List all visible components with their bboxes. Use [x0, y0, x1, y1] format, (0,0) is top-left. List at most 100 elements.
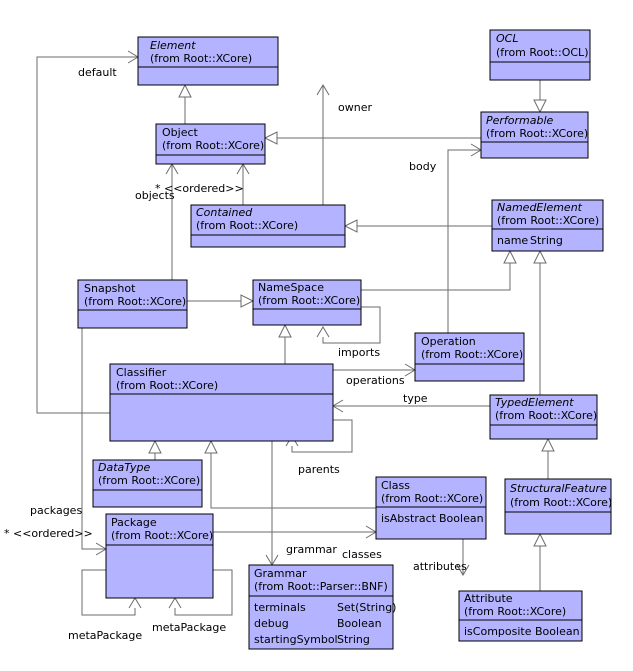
class-operation[interactable]: Operation (from Root::XCore) — [414, 332, 525, 382]
label-owner: owner — [338, 101, 372, 114]
class-name: Class — [381, 479, 410, 492]
class-datatype[interactable]: DataType (from Root::XCore) — [92, 459, 203, 508]
association-imports — [322, 306, 381, 344]
class-package: (from Root::XCore) — [497, 214, 599, 227]
class-named-element[interactable]: NamedElement (from Root::XCore) name Str… — [491, 199, 604, 252]
association-parents — [291, 419, 353, 453]
class-package: (from Root::XCore) — [464, 605, 566, 618]
class-name: NameSpace — [258, 281, 324, 294]
generalization-class-classifier — [210, 453, 376, 509]
class-name: Attribute — [464, 592, 513, 605]
attribute-type: Boolean — [439, 512, 484, 525]
label-attributes: attributes — [413, 560, 467, 573]
label-imports: imports — [338, 346, 380, 359]
attribute-type: Set(String) — [337, 601, 396, 614]
label-body: body — [409, 160, 437, 173]
label-type: type — [403, 392, 428, 405]
attribute-name: startingSymbol — [254, 633, 338, 646]
label-meta-package-2: metaPackage — [152, 621, 226, 634]
class-package[interactable]: Package (from Root::XCore) — [105, 513, 214, 599]
class-name: Operation — [421, 335, 476, 348]
class-name: Object — [162, 126, 199, 139]
attribute-type: Boolean — [337, 617, 382, 630]
label-meta-package-1: metaPackage — [68, 629, 142, 642]
label-packages: packages — [30, 504, 82, 517]
generalization-arrowhead — [533, 99, 547, 114]
attribute-name: isComposite — [464, 625, 532, 638]
class-ocl[interactable]: OCL (from Root::OCL) — [489, 29, 591, 81]
generalization-arrowhead — [178, 83, 192, 98]
attribute-type: String — [530, 234, 563, 247]
class-name: Classifier — [116, 366, 167, 379]
label-parents: parents — [298, 463, 340, 476]
class-package: (from Root::XCore) — [421, 348, 523, 361]
class-package: (from Root::Parser::BNF) — [254, 580, 388, 593]
class-name: Performable — [486, 114, 554, 127]
label-grammar: grammar — [286, 543, 337, 556]
class-name: NamedElement — [497, 201, 583, 214]
class-package: (from Root::XCore) — [486, 127, 588, 140]
navigation-arrowhead — [316, 326, 330, 338]
class-grammar[interactable]: Grammar (from Root::Parser::BNF) termina… — [248, 564, 396, 650]
generalization-arrowhead — [263, 131, 278, 145]
class-package: (from Root::XCore) — [258, 294, 360, 307]
navigation-arrowhead — [128, 597, 142, 609]
label-classes: classes — [342, 548, 382, 561]
association-body — [447, 149, 481, 333]
class-package: (from Root::XCore) — [162, 139, 264, 152]
class-contained[interactable]: Contained (from Root::XCore) — [190, 204, 346, 248]
class-typed-element[interactable]: TypedElement (from Root::XCore) — [489, 394, 598, 440]
class-name: Contained — [196, 206, 253, 219]
class-package: (from Root::XCore) — [84, 295, 186, 308]
class-element[interactable]: Element (from Root::XCore) — [137, 36, 279, 86]
class-package: (from Root::XCore) — [116, 379, 218, 392]
class-class[interactable]: Class (from Root::XCore) isAbstract Bool… — [375, 476, 487, 540]
label-operations: operations — [346, 374, 405, 387]
navigation-arrowhead — [316, 84, 330, 96]
attribute-type: Boolean — [535, 625, 580, 638]
class-package: (from Root::OCL) — [496, 46, 588, 59]
association-metapackage-2 — [174, 569, 233, 616]
class-package: (from Root::XCore) — [381, 492, 483, 505]
class-name: Element — [150, 39, 196, 52]
generalization-arrowhead — [343, 219, 358, 233]
class-structural-feature[interactable]: StructuralFeature (from Root::XCore) — [504, 478, 612, 535]
generalization-arrowhead — [533, 532, 547, 547]
class-package: (from Root::XCore) — [196, 219, 298, 232]
attribute-name: name — [497, 234, 528, 247]
class-performable[interactable]: Performable (from Root::XCore) — [480, 111, 589, 159]
generalization-arrowhead — [541, 437, 555, 452]
class-name: OCL — [496, 32, 518, 45]
label-objects-ordered: * <<ordered>> — [155, 182, 244, 195]
attribute-name: terminals — [254, 601, 306, 614]
class-attribute[interactable]: Attribute (from Root::XCore) isComposite… — [458, 590, 583, 642]
attribute-type: String — [337, 633, 370, 646]
class-snapshot[interactable]: Snapshot (from Root::XCore) — [77, 279, 188, 329]
class-package: (from Root::XCore) — [111, 529, 213, 542]
class-classifier[interactable]: Classifier (from Root::XCore) — [109, 363, 334, 442]
label-packages-ordered: * <<ordered>> — [4, 527, 93, 540]
class-name: TypedElement — [495, 396, 574, 409]
class-name: Snapshot — [84, 282, 136, 295]
generalization-arrowhead — [240, 294, 255, 308]
class-name: StructuralFeature — [510, 482, 607, 495]
class-name: Grammar — [254, 567, 307, 580]
generalization-arrowhead — [148, 439, 162, 454]
class-package: (from Root::XCore) — [98, 474, 200, 487]
association-labels: default owner body * <<ordered>> objects… — [4, 66, 467, 642]
generalization-namespace-namedelement — [361, 263, 511, 291]
class-package: (from Root::XCore) — [510, 496, 612, 509]
generalization-arrowhead — [503, 249, 517, 264]
label-objects: objects — [135, 189, 175, 202]
class-namespace[interactable]: NameSpace (from Root::XCore) — [252, 279, 362, 326]
generalization-arrowhead — [204, 439, 218, 454]
label-default: default — [78, 66, 117, 79]
class-package: (from Root::XCore) — [495, 409, 597, 422]
association-packages — [81, 328, 106, 550]
class-object[interactable]: Object (from Root::XCore) — [155, 123, 266, 165]
navigation-arrowhead — [168, 597, 182, 609]
navigation-arrowhead — [456, 564, 470, 576]
class-name: Package — [111, 516, 157, 529]
attribute-name: debug — [254, 617, 289, 630]
